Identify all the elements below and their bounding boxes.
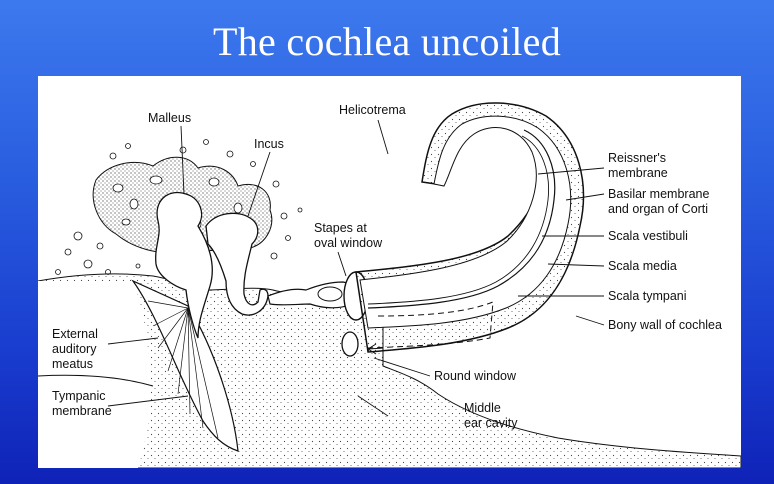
- round-window-shape: [341, 331, 359, 357]
- label-external-1: External: [52, 327, 98, 341]
- external-canal: [38, 281, 151, 468]
- leader-lines: [107, 119, 605, 417]
- label-tympanic-1: Tympanic: [52, 389, 106, 403]
- canal-floor: [38, 374, 154, 387]
- label-stapes-1: Stapes at: [314, 221, 367, 235]
- label-reissner-2: membrane: [608, 166, 668, 180]
- malleus-bone: [155, 191, 213, 339]
- stapes-bone: [267, 281, 357, 309]
- label-round-window: Round window: [434, 369, 517, 383]
- label-basilar-1: Basilar membrane: [608, 187, 709, 201]
- label-tympanic-2: membrane: [52, 404, 112, 418]
- label-scala-media: Scala media: [608, 259, 677, 273]
- label-malleus: Malleus: [148, 111, 191, 125]
- label-helicotrema: Helicotrema: [339, 103, 406, 117]
- label-middle-1: Middle: [464, 401, 501, 415]
- cochlea-diagram: Malleus Incus Helicotrema Reissner's mem…: [38, 102, 741, 468]
- label-external-3: meatus: [52, 357, 93, 371]
- label-scala-tympani: Scala tympani: [608, 289, 687, 303]
- floating-cells: [55, 139, 303, 275]
- slide-title: The cochlea uncoiled: [212, 19, 562, 64]
- scala-tympani-dashes: [367, 301, 494, 349]
- scala-vestibuli-channel: [359, 115, 572, 329]
- label-middle-2: ear cavity: [464, 416, 518, 430]
- basilar-membrane-line: [367, 129, 556, 309]
- reissner-membrane-line: [367, 135, 550, 305]
- stapes-arch: [317, 286, 343, 302]
- label-reissner-1: Reissner's: [608, 151, 666, 165]
- label-stapes-2: oval window: [314, 236, 383, 250]
- incus-bone: [205, 212, 269, 316]
- label-basilar-2: and organ of Corti: [608, 202, 708, 216]
- diagram-panel: Malleus Incus Helicotrema Reissner's mem…: [38, 76, 741, 468]
- label-bony-wall: Bony wall of cochlea: [608, 318, 722, 332]
- label-incus: Incus: [254, 137, 284, 151]
- flow-arrow: [367, 343, 384, 355]
- label-external-2: auditory: [52, 342, 97, 356]
- tympanic-rays: [147, 300, 219, 439]
- label-scala-vestibuli: Scala vestibuli: [608, 229, 688, 243]
